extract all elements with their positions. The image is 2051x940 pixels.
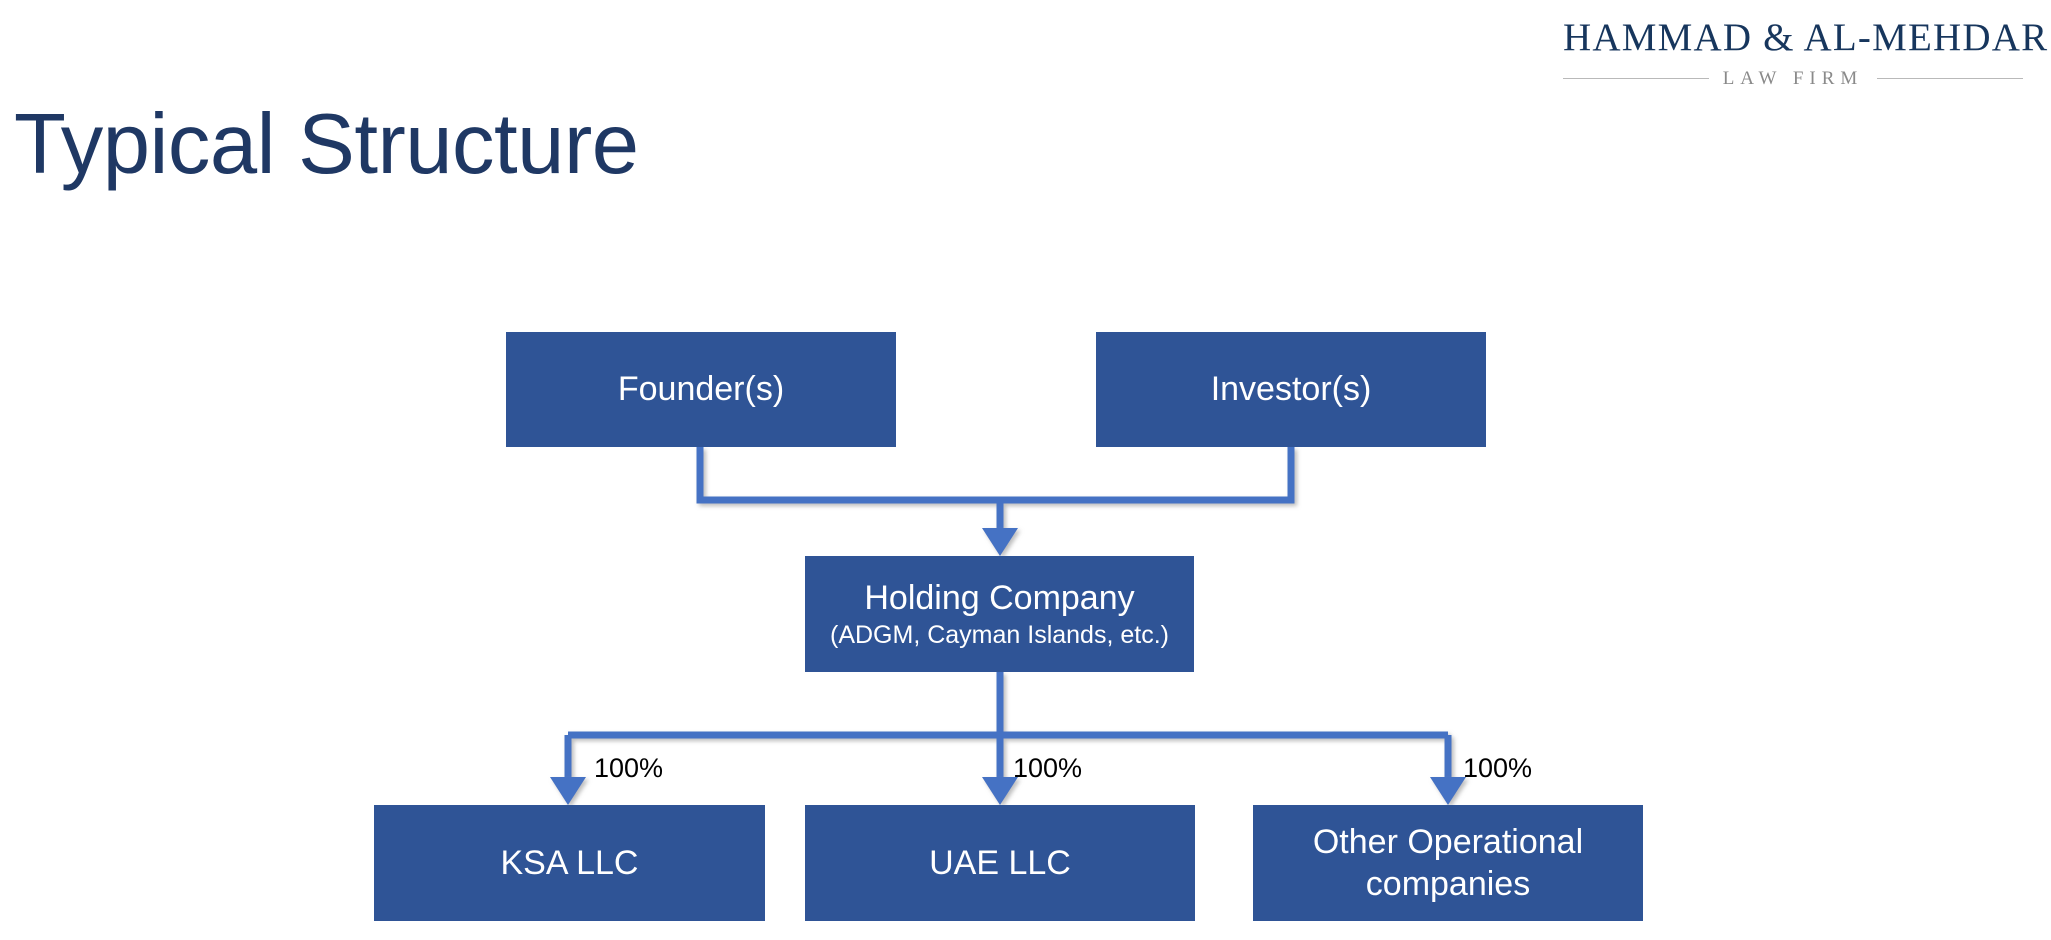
logo-rule-right [1877,78,2024,80]
node-uae-llc-label: UAE LLC [929,843,1071,882]
firm-logo-name: HAMMAD & AL-MEHDAR [1563,16,2049,59]
firm-logo-tagline: LAW FIRM [1722,67,1864,89]
node-uae-llc[interactable]: UAE LLC [805,805,1195,921]
node-holding-company-sublabel: (ADGM, Cayman Islands, etc.) [830,621,1169,650]
node-holding-company-label: Holding Company [864,578,1135,617]
node-investors[interactable]: Investor(s) [1096,332,1486,447]
node-founders[interactable]: Founder(s) [506,332,896,447]
edge-label-uae-percent: 100% [1013,753,1083,783]
logo-rule-left [1563,78,1709,80]
node-ksa-llc-label: KSA LLC [500,843,639,882]
node-other-operational-companies[interactable]: Other Operational companies [1253,805,1643,921]
page-title: Typical Structure [14,97,639,192]
firm-logo: HAMMAD & AL-MEHDAR LAW FIRM [1563,16,2049,90]
node-other-operational-companies-label-line1: Other Operational [1312,822,1584,861]
node-founders-label: Founder(s) [617,370,785,409]
arrowhead-other [1430,777,1466,805]
edge-parents-bar [696,447,1295,504]
node-investors-label: Investor(s) [1210,370,1372,409]
node-holding-company[interactable]: Holding Company (ADGM, Cayman Islands, e… [805,556,1194,672]
node-ksa-llc[interactable]: KSA LLC [374,805,765,921]
edge-label-ksa-percent: 100% [594,753,664,783]
firm-logo-tagline-row: LAW FIRM [1563,67,2024,90]
node-other-operational-companies-label-line2: companies [1365,865,1531,903]
arrowhead-ksa [550,777,586,805]
edge-label-other-percent: 100% [1463,753,1533,783]
arrowhead-holding [982,528,1018,556]
